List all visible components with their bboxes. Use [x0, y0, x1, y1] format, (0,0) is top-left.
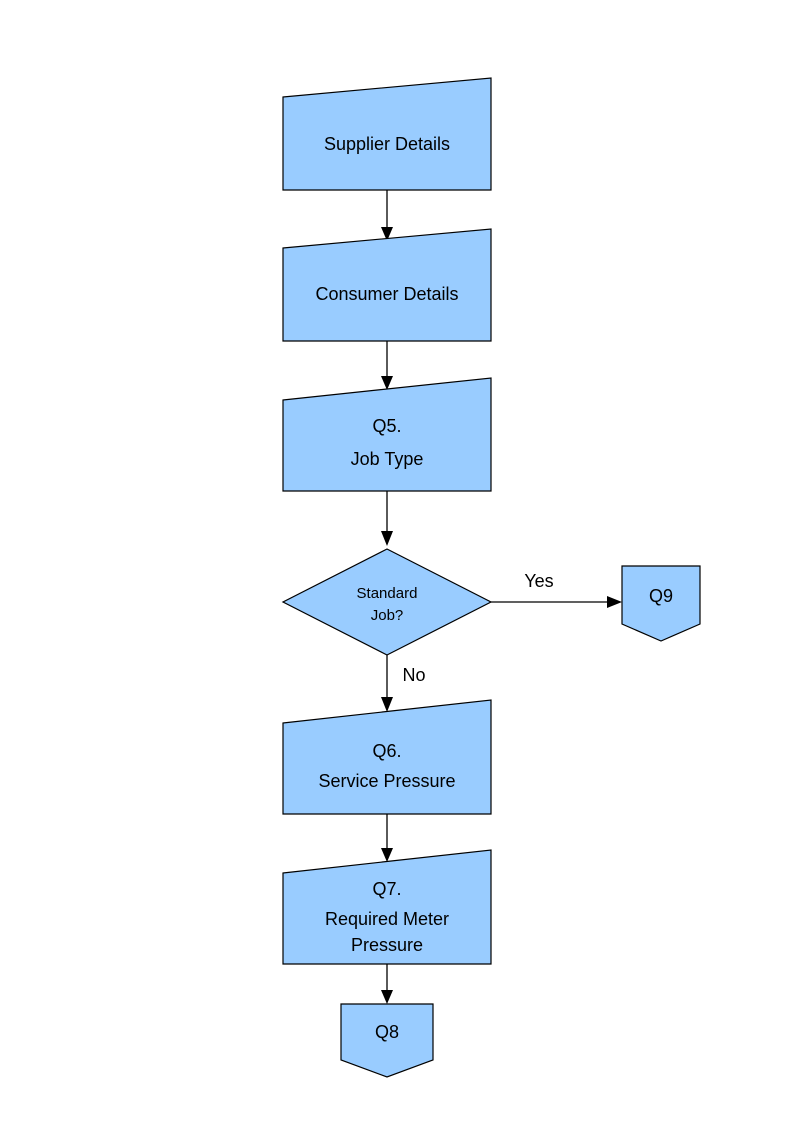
- arrow-head-icon: [381, 848, 393, 862]
- manual-input-shape: [282, 849, 492, 965]
- node-q6-service-pressure[interactable]: Q6. Service Pressure: [282, 699, 492, 815]
- off-page-connector-shape: [340, 1003, 434, 1078]
- node-standard-job-decision[interactable]: Standard Job?: [281, 548, 493, 656]
- arrow-head-icon: [381, 990, 393, 1004]
- edge-q7-to-q8: [381, 964, 393, 1004]
- node-label-q6-line2: Service Pressure: [318, 771, 455, 791]
- node-label-q7-line1: Q7.: [372, 879, 401, 899]
- node-supplier-details[interactable]: Supplier Details: [282, 77, 492, 191]
- node-label-q6-line1: Q6.: [372, 741, 401, 761]
- edge-decision-to-q6: No: [381, 655, 426, 712]
- edge-label-no: No: [402, 665, 425, 685]
- arrow-head-icon: [381, 376, 393, 390]
- node-label-decision-line1: Standard: [357, 585, 418, 602]
- arrow-head-icon: [607, 596, 622, 608]
- node-label-q5-line1: Q5.: [372, 416, 401, 436]
- arrow-head-icon: [381, 697, 393, 712]
- node-label-decision-line2: Job?: [371, 607, 404, 624]
- node-consumer-details[interactable]: Consumer Details: [282, 228, 492, 342]
- node-q9-connector[interactable]: Q9: [621, 565, 701, 642]
- node-q7-required-meter-pressure[interactable]: Q7. Required Meter Pressure: [282, 849, 492, 965]
- node-label-consumer-details: Consumer Details: [315, 284, 458, 304]
- edge-label-yes: Yes: [524, 571, 553, 591]
- node-label-supplier-details: Supplier Details: [324, 134, 450, 154]
- node-label-q7-line2: Required Meter: [325, 909, 449, 929]
- arrow-head-icon: [381, 227, 393, 241]
- edge-q5-to-decision: [381, 491, 393, 546]
- decision-diamond-shape: [281, 548, 493, 656]
- manual-input-shape: [282, 699, 492, 815]
- node-label-q9: Q9: [649, 586, 673, 606]
- edge-consumer-to-q5: [381, 341, 393, 390]
- node-q5-job-type[interactable]: Q5. Job Type: [282, 377, 492, 492]
- node-label-q8: Q8: [375, 1022, 399, 1042]
- edge-q6-to-q7: [381, 814, 393, 862]
- edge-supplier-to-consumer: [381, 190, 393, 241]
- manual-input-shape: [282, 77, 492, 191]
- node-label-q5-line2: Job Type: [351, 449, 424, 469]
- manual-input-shape: [282, 228, 492, 342]
- off-page-connector-shape: [621, 565, 701, 642]
- edge-decision-to-q9: Yes: [491, 571, 622, 608]
- manual-input-shape: [282, 377, 492, 492]
- node-label-q7-line3: Pressure: [351, 935, 423, 955]
- node-q8-connector[interactable]: Q8: [340, 1003, 434, 1078]
- arrow-head-icon: [381, 531, 393, 546]
